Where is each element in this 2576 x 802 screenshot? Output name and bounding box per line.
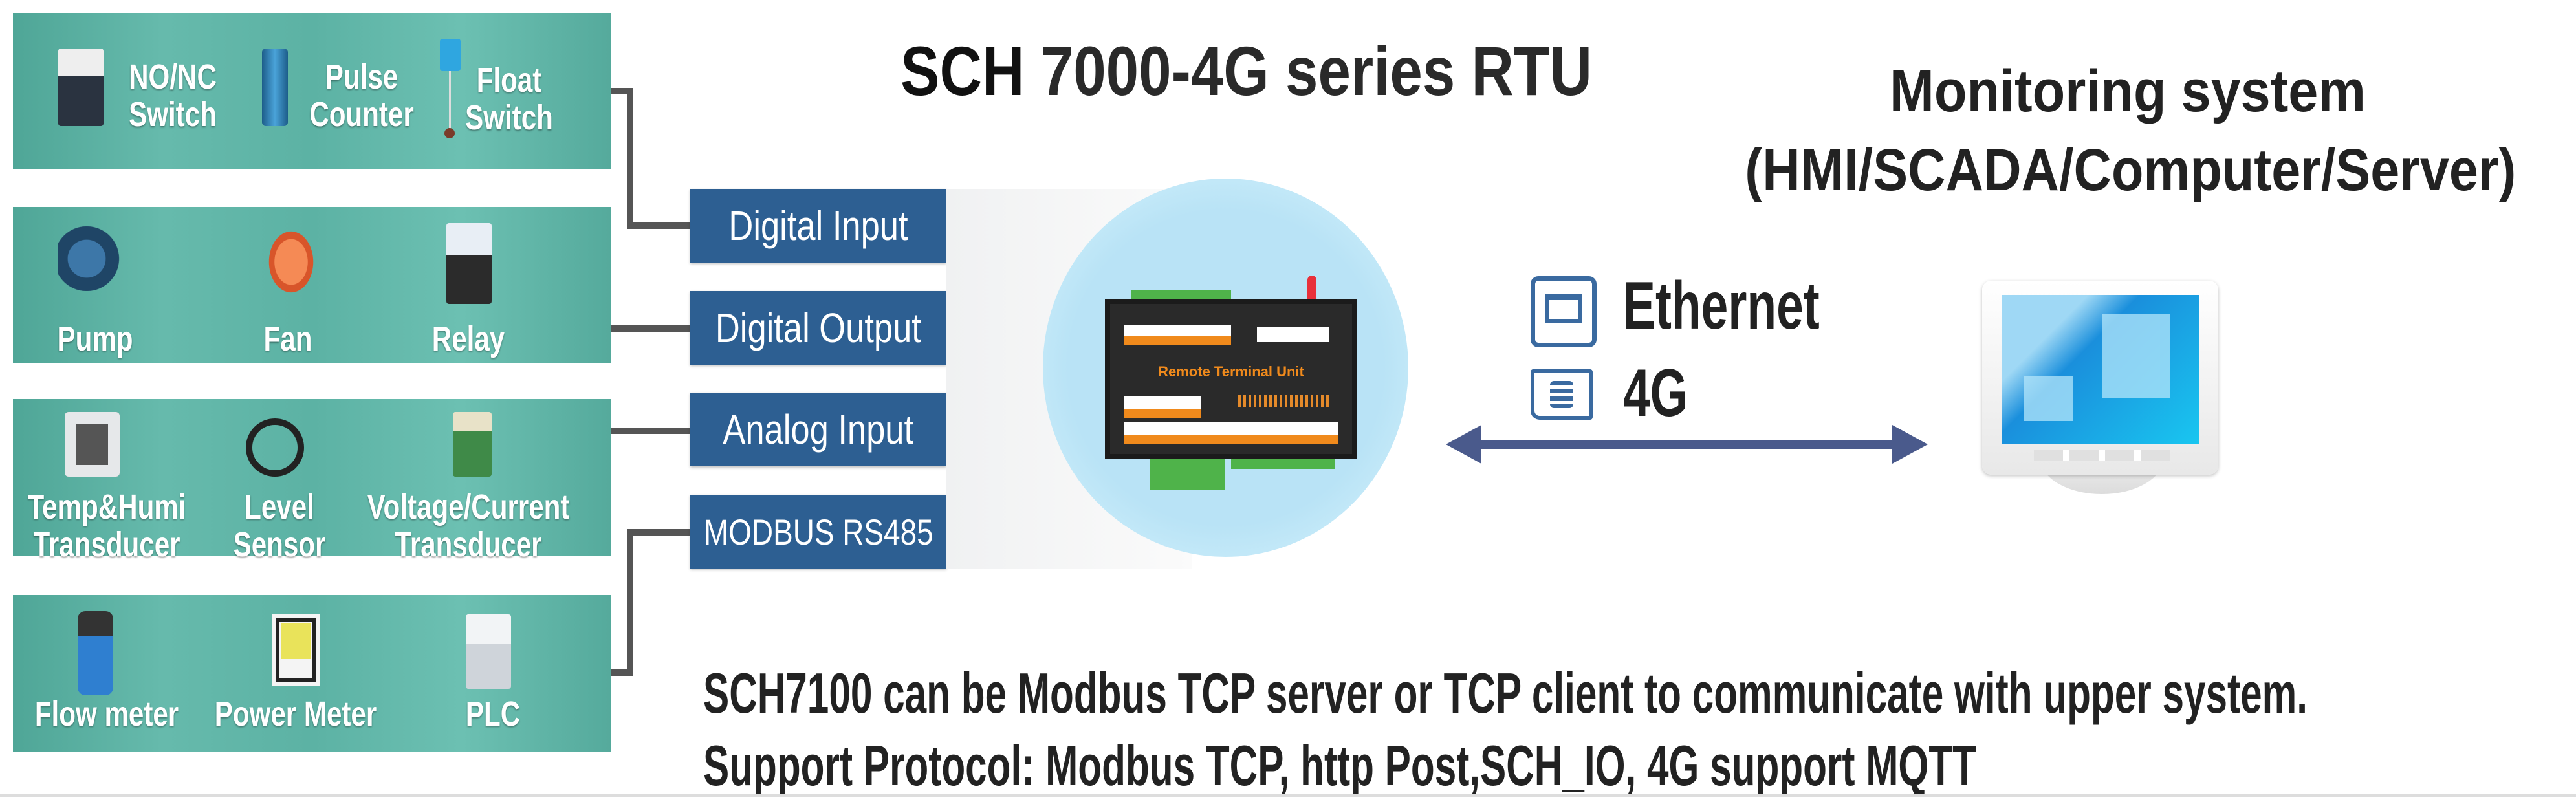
link-label: Ethernet	[1623, 268, 1820, 343]
title-model: 7000-4G series RTU	[1040, 32, 1592, 110]
terminal-labels	[1124, 325, 1231, 345]
arrow-head-right	[1892, 425, 1928, 464]
modbus-rs485-box: MODBUS RS485	[690, 495, 946, 569]
label-line: Counter	[309, 95, 414, 134]
link-ethernet: Ethernet	[1623, 270, 1896, 341]
label-line: Temp&Humi	[27, 488, 186, 526]
interface-label: Digital Output	[715, 305, 921, 351]
link-label: 4G	[1623, 356, 1688, 431]
pulse-counter-icon	[262, 49, 288, 126]
digital-output-devices-panel: Pump Fan Relay	[13, 207, 611, 363]
screen-window	[2102, 314, 2170, 398]
ethernet-port-icon	[1531, 276, 1597, 347]
connector-line	[627, 529, 690, 536]
monitor-screen	[2002, 295, 2199, 444]
level-sensor-icon	[246, 418, 304, 477]
label-line: Fan	[263, 320, 312, 358]
diagram-title: SCH 7000-4G series RTU	[901, 32, 1724, 110]
fan-icon	[265, 226, 317, 298]
flow-meter-icon	[78, 611, 113, 695]
label-line: Switch	[465, 98, 553, 137]
connector-line	[627, 222, 690, 229]
plc-icon	[466, 614, 511, 689]
terminal-labels	[1124, 396, 1201, 418]
temp-humidity-transducer-icon	[65, 412, 120, 477]
interface-label: MODBUS RS485	[703, 511, 933, 552]
id-label	[1257, 327, 1329, 342]
label-line: Flow meter	[34, 695, 179, 733]
connector-line	[627, 529, 633, 676]
monitor-icon	[1982, 281, 2218, 494]
float-ball-icon	[444, 128, 455, 138]
float-switch-icon	[440, 39, 461, 71]
digital-output-box: Digital Output	[690, 291, 946, 365]
voltage-current-transducer-icon	[453, 412, 492, 477]
device-body: Remote Terminal Unit	[1105, 299, 1357, 459]
rtu-device: Remote Terminal Unit	[1105, 276, 1357, 490]
monitoring-line1: Monitoring system	[1889, 58, 2366, 124]
connector-line	[611, 428, 690, 434]
terminal-block-bottom	[1150, 457, 1225, 490]
terminal-labels	[1124, 422, 1338, 444]
label-line: PLC	[465, 695, 521, 733]
contactor-switch-icon	[58, 49, 104, 126]
label-line: Power Meter	[214, 695, 377, 733]
footer-line2: Support Protocol: Modbus TCP, http Post,…	[703, 733, 1976, 797]
label-line: Relay	[431, 320, 505, 358]
bidirectional-arrow	[1446, 425, 1928, 464]
antenna-icon	[1307, 276, 1316, 299]
link-4g: 4G	[1623, 358, 1713, 429]
label-line: Voltage/Current	[367, 488, 570, 526]
device-label: Remote Terminal Unit	[1158, 363, 1304, 380]
sim-chip	[1550, 381, 1573, 408]
label-line: Sensor	[233, 525, 326, 564]
label-line: Switch	[129, 95, 217, 134]
connector-line	[611, 669, 633, 676]
label-line: NO/NC	[129, 58, 217, 96]
modbus-devices-panel: Flow meter Power Meter PLC	[13, 595, 611, 752]
digital-input-box: Digital Input	[690, 189, 946, 263]
title-brand: SCH	[901, 32, 1025, 110]
label-line: Transducer	[395, 525, 542, 564]
relay-icon	[446, 223, 492, 304]
ethernet-jack	[1545, 294, 1582, 323]
monitor-buttons	[2034, 450, 2170, 461]
pump-icon	[58, 226, 129, 291]
arrow-shaft	[1478, 440, 1895, 449]
terminal-block-bottom	[1231, 457, 1335, 469]
monitor-body	[1982, 281, 2218, 475]
float-switch-cable	[449, 71, 451, 129]
bottom-divider	[0, 794, 2576, 797]
power-meter-display	[281, 623, 311, 659]
label-line: Float	[476, 61, 542, 100]
power-meter-icon	[272, 614, 320, 686]
connector-line	[627, 88, 633, 229]
label-line: Pulse	[325, 58, 398, 96]
label-line: Transducer	[33, 525, 180, 564]
monitoring-line2: (HMI/SCADA/Computer/Server)	[1745, 137, 2516, 203]
terminal-block-top	[1131, 290, 1231, 300]
led-strip	[1238, 395, 1329, 407]
analog-input-box: Analog Input	[690, 393, 946, 466]
monitoring-heading: Monitoring system (HMI/SCADA/Computer/Se…	[1692, 52, 2563, 210]
connector-line	[611, 325, 690, 332]
footer-line1: SCH7100 can be Modbus TCP server or TCP …	[703, 661, 2308, 725]
label-line: Pump	[57, 320, 133, 358]
screen-window	[2024, 376, 2073, 421]
label-line: Level	[245, 488, 314, 526]
interface-label: Digital Input	[728, 202, 908, 249]
footer-description: SCH7100 can be Modbus TCP server or TCP …	[703, 657, 2576, 802]
sim-card-icon	[1531, 369, 1593, 420]
interface-label: Analog Input	[723, 406, 914, 453]
arrow-head-left	[1446, 425, 1481, 464]
connector-line	[611, 88, 633, 94]
